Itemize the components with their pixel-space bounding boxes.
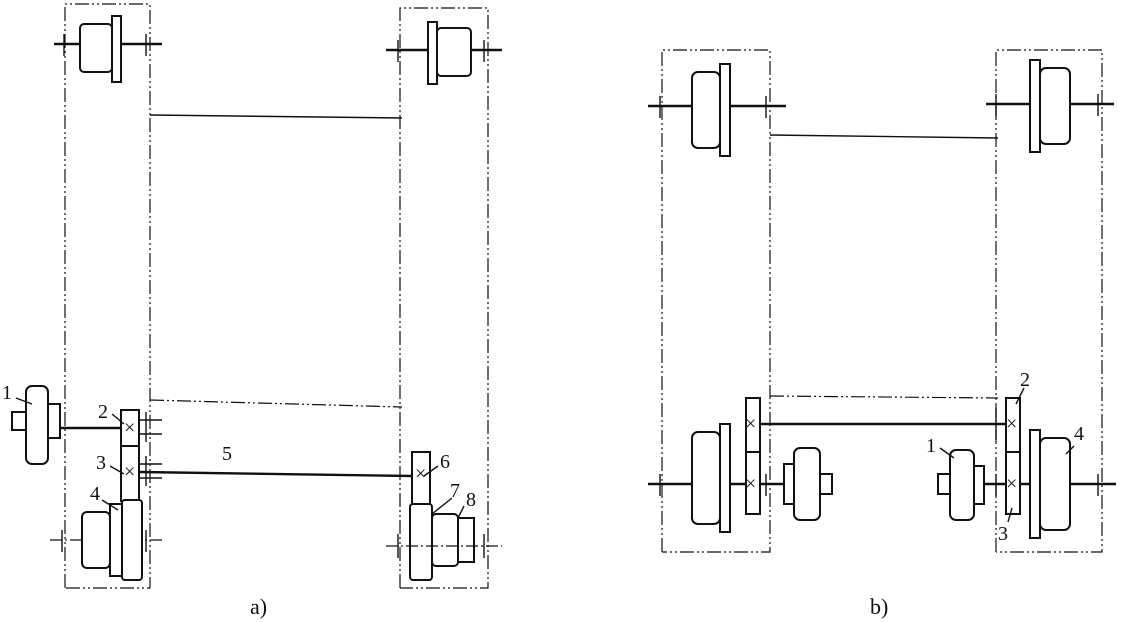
mesh-mark: ×: [1006, 473, 1017, 495]
wheel-top-right: [386, 21, 502, 85]
mesh-mark: ×: [415, 463, 426, 485]
caption-a: a): [250, 594, 267, 619]
label-6: 6: [440, 451, 450, 473]
label-b-3: 3: [998, 523, 1008, 545]
figure-b-frames: [661, 49, 1103, 553]
figure-b-leaders: [939, 387, 1075, 523]
figure-a-leaders: [15, 397, 465, 519]
label-7: 7: [450, 480, 460, 502]
label-b-1: 1: [926, 435, 936, 457]
wheel-bottom-left: [50, 499, 165, 581]
figure-b-labels: 1 2 3 4: [926, 369, 1084, 545]
motor-b-right: [937, 449, 985, 521]
motor-1-a: [11, 385, 122, 465]
motor-b-left: [783, 447, 833, 521]
label-1: 1: [2, 382, 12, 404]
label-b-4: 4: [1074, 423, 1084, 445]
figure-a-frames: [64, 3, 489, 589]
caption-b: b): [870, 594, 888, 619]
figure-a-labels: 1 2 3 4 5 6 7 8: [2, 382, 476, 511]
label-8: 8: [466, 489, 476, 511]
label-5: 5: [222, 443, 232, 465]
figure-a-links: [149, 114, 403, 408]
mesh-mark: ×: [124, 417, 135, 439]
gear-column-right: ×: [386, 451, 502, 581]
figure-b: × × × ×: [648, 49, 1116, 619]
mesh-mark: ×: [745, 413, 756, 435]
wheel-top-left: [54, 15, 162, 83]
shaft-5: [139, 470, 413, 478]
mesh-mark: ×: [745, 473, 756, 495]
label-3: 3: [96, 452, 106, 474]
figure-b-links: [769, 134, 999, 399]
wheel-top-left-b: [648, 63, 786, 157]
gear-column-left: × ×: [120, 409, 162, 502]
figure-a: × × ×: [2, 3, 502, 619]
label-4: 4: [90, 483, 100, 505]
wheel-top-right-b: [986, 59, 1114, 153]
mesh-mark: ×: [1006, 413, 1017, 435]
label-2: 2: [98, 401, 108, 423]
mesh-mark: ×: [124, 461, 135, 483]
label-b-2: 2: [1020, 369, 1030, 391]
wheel-bottom-left-b: × ×: [648, 397, 800, 533]
wheel-bottom-right-b: × ×: [976, 397, 1116, 539]
